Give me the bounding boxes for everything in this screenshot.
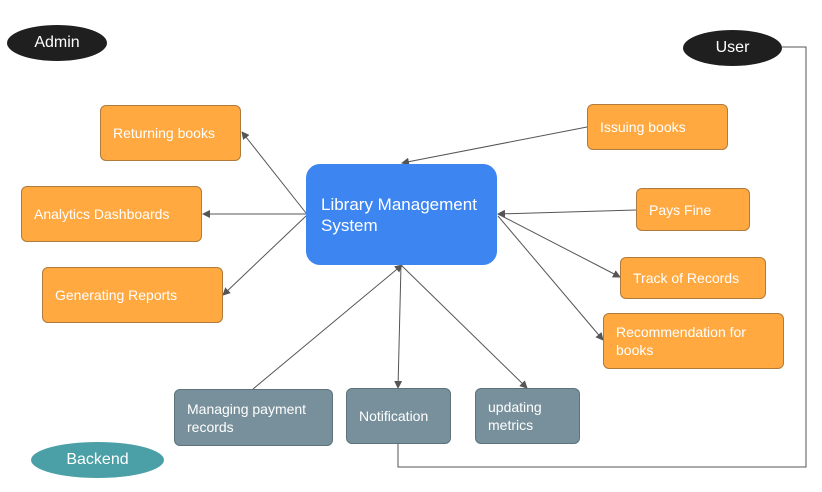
role-user-label: User <box>715 39 750 56</box>
returning-books-label: Returning books <box>113 125 215 141</box>
analytics-dashboards-label: Analytics Dashboards <box>34 206 170 222</box>
notification-label: Notification <box>359 408 429 424</box>
edge-user-to-notification <box>397 46 807 468</box>
recommendation-node[interactable]: Recommendation for books <box>603 313 784 369</box>
role-user[interactable]: User <box>683 30 782 66</box>
main-system-label: Library Management System <box>321 194 477 235</box>
pays-fine-node[interactable]: Pays Fine <box>636 188 750 231</box>
role-admin[interactable]: Admin <box>7 25 107 61</box>
edge-center-to-returning <box>241 131 307 214</box>
generating-reports-label: Generating Reports <box>55 287 178 303</box>
notification-node[interactable]: Notification <box>346 388 451 444</box>
pays-fine-label: Pays Fine <box>649 201 712 218</box>
returning-books-node[interactable]: Returning books <box>100 105 241 161</box>
edge-issuing-to-center <box>401 126 588 166</box>
generating-reports-node[interactable]: Generating Reports <box>42 267 223 323</box>
updating-metrics-node[interactable]: updating metrics <box>475 388 580 444</box>
edge-center-to-notification <box>394 264 403 389</box>
edge-center-to-reports <box>222 215 307 296</box>
issuing-books-node[interactable]: Issuing books <box>587 104 728 150</box>
role-backend[interactable]: Backend <box>31 442 164 478</box>
issuing-books-label: Issuing books <box>600 119 686 135</box>
main-system-node[interactable]: Library Management System <box>306 164 497 265</box>
role-backend-label: Backend <box>66 451 129 468</box>
managing-payment-label: Managing payment records <box>187 400 307 435</box>
recommendation-label: Recommendation for books <box>616 324 746 358</box>
analytics-dashboards-node[interactable]: Analytics Dashboards <box>21 186 202 242</box>
managing-payment-node[interactable]: Managing payment records <box>174 389 333 446</box>
updating-metrics-label: updating metrics <box>488 399 542 433</box>
track-records-node[interactable]: Track of Records <box>620 257 766 299</box>
role-admin-label: Admin <box>34 34 80 51</box>
track-records-label: Track of Records <box>633 270 740 286</box>
edge-center-to-recommend <box>497 215 604 341</box>
edge-center-to-track <box>497 213 621 278</box>
edge-payment-to-center <box>252 264 403 390</box>
edge-fine-to-center <box>497 209 637 218</box>
edge-center-to-metrics <box>400 264 528 389</box>
